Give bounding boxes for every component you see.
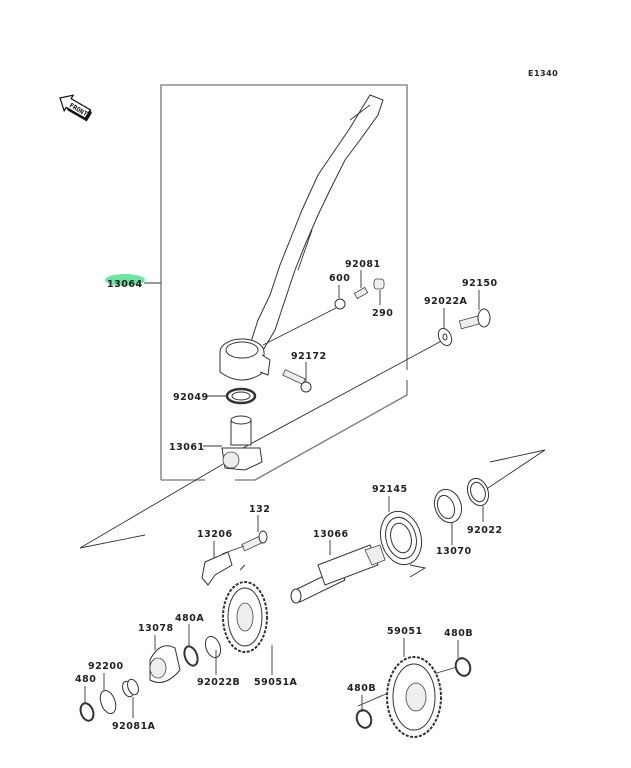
kick-gear-59051A-part[interactable] xyxy=(222,581,268,653)
part-label-13070[interactable]: 13070 xyxy=(436,546,472,557)
bolt-132-part[interactable] xyxy=(241,530,268,552)
washer-92022B-part[interactable] xyxy=(203,634,224,659)
axis-lines xyxy=(79,337,546,707)
highlight-marker xyxy=(105,274,145,286)
washer-92022-part[interactable] xyxy=(464,475,492,508)
part-label-92022B[interactable]: 92022B xyxy=(197,677,240,688)
spring-92145-part[interactable] xyxy=(375,507,428,578)
spring-92081A-part[interactable] xyxy=(121,678,141,698)
part-label-480B-top[interactable]: 480B xyxy=(444,628,473,639)
front-arrow-icon: FRONT xyxy=(59,94,92,122)
part-label-13206[interactable]: 13206 xyxy=(197,529,233,540)
oil-seal-92049-part[interactable] xyxy=(225,387,257,405)
part-label-480A[interactable]: 480A xyxy=(175,613,204,624)
circlip-480B-top-part[interactable] xyxy=(453,656,472,678)
part-label-92022A[interactable]: 92022A xyxy=(424,296,468,307)
assembly-frame xyxy=(160,84,408,481)
kick-pedal-part[interactable] xyxy=(219,94,384,381)
part-label-92172[interactable]: 92172 xyxy=(291,351,327,362)
part-label-13078[interactable]: 13078 xyxy=(138,623,174,634)
part-label-13064[interactable]: 13064 xyxy=(107,279,143,290)
plug-290-part[interactable] xyxy=(373,278,385,290)
ball-600-part[interactable] xyxy=(334,298,346,310)
part-labels: 13064 600 92081 290 92022A 92150 92172 9… xyxy=(75,259,503,732)
part-label-132[interactable]: 132 xyxy=(249,504,270,515)
part-label-290[interactable]: 290 xyxy=(372,308,393,319)
part-label-480[interactable]: 480 xyxy=(75,674,96,685)
circlip-480A-part[interactable] xyxy=(182,645,200,668)
part-label-13061[interactable]: 13061 xyxy=(169,442,205,453)
leader-lines xyxy=(84,270,484,718)
circlip-480-part[interactable] xyxy=(78,701,95,722)
part-label-92081[interactable]: 92081 xyxy=(345,259,381,270)
part-label-600[interactable]: 600 xyxy=(329,273,350,284)
part-label-92145[interactable]: 92145 xyxy=(372,484,408,495)
part-label-480B-bottom[interactable]: 480B xyxy=(347,683,376,694)
part-label-92022[interactable]: 92022 xyxy=(467,525,503,536)
part-label-59051A[interactable]: 59051A xyxy=(254,677,298,688)
bolt-92150-part[interactable] xyxy=(458,308,491,330)
idle-gear-59051-part[interactable] xyxy=(386,656,442,738)
part-label-92150[interactable]: 92150 xyxy=(462,278,498,289)
kick-shaft-13066-part[interactable] xyxy=(290,544,386,604)
part-label-92200[interactable]: 92200 xyxy=(88,661,124,672)
spring-92081-part[interactable] xyxy=(353,286,369,300)
part-label-13066[interactable]: 13066 xyxy=(313,529,349,540)
washer-92200-part[interactable] xyxy=(97,688,118,715)
diagram-code: E1340 xyxy=(528,69,558,78)
part-label-59051[interactable]: 59051 xyxy=(387,626,423,637)
part-label-92049[interactable]: 92049 xyxy=(173,392,209,403)
boss-13061-part[interactable] xyxy=(221,415,263,471)
part-label-92081A[interactable]: 92081A xyxy=(112,721,156,732)
ratchet-gear-13078-part[interactable] xyxy=(149,645,181,683)
guide-13070-part[interactable] xyxy=(430,486,466,527)
washer-92022A-part[interactable] xyxy=(436,326,454,347)
circlip-480B-bottom-part[interactable] xyxy=(354,708,373,730)
stopper-13206-part[interactable] xyxy=(201,551,233,586)
bolt-92172-part[interactable] xyxy=(282,369,312,393)
